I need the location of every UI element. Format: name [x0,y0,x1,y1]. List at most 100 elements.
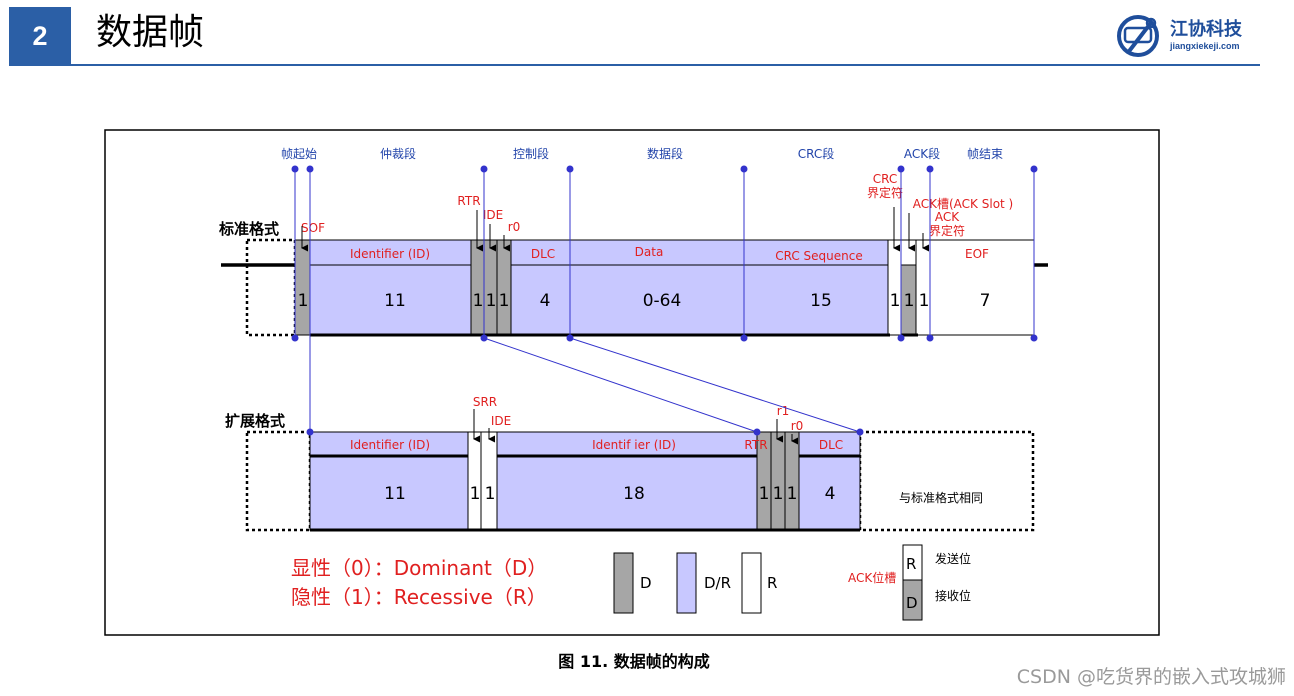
sof-field [294,239,311,336]
guide-dot [306,165,314,173]
data-frame-figure: 帧起始 仲裁段 控制段 数据段 CRC段 ACK段 帧结束 标准格式 SOF I… [103,123,1165,678]
standard-format-label: 标准格式 [218,220,279,238]
std-id-bits: 11 [384,291,406,311]
header-divider [9,64,1260,66]
idle-region-left [245,238,297,337]
ack-send-r-label: R [906,555,916,573]
ext-id-a-bits: 11 [384,484,406,504]
crc-field [743,264,889,336]
guide-dot [291,334,299,342]
figure-border [104,129,1160,636]
legend-recessive-text: 隐性（1）：Recessive（R） [291,585,547,609]
guide-dot [306,428,314,436]
brand-logo: 江协科技 jiangxiekeji.com [1116,14,1256,58]
eof-bits: 7 [980,291,991,311]
crc-bits: 15 [810,291,832,311]
ext-ide-field [480,431,498,531]
ext-id-a-top [309,431,469,457]
legend-recessive-swatch [741,552,762,614]
guide-dot [1030,334,1038,342]
guide-dot [740,165,748,173]
legend-d-label: D [640,574,652,592]
std-id-name: Identifier (ID) [350,247,430,261]
ide-name: IDE [483,208,503,222]
r0-field [496,239,512,336]
r0-name: r0 [508,220,521,234]
ext-rtr-name: RTR [744,438,767,452]
field-eof-label: 帧结束 [967,147,1003,161]
data-field-top [569,239,745,267]
extended-format-label: 扩展格式 [225,412,285,430]
ide-field [483,239,498,336]
data-frame-diagram: 帧起始 仲裁段 控制段 数据段 CRC段 ACK段 帧结束 标准格式 SOF I… [104,129,1160,671]
srr-name: SRR [473,395,497,409]
guide-dot [566,334,574,342]
idle-region-ext [245,430,312,532]
field-control-label: 控制段 [513,146,549,161]
srr-bits: 1 [470,484,481,504]
sof-bits: 1 [298,291,309,311]
same-as-standard-note: 与标准格式相同 [899,490,983,505]
field-ack-label: ACK段 [904,146,940,161]
guide-dot [856,428,864,436]
same-as-standard-region [858,430,1035,532]
ext-dlc-bits: 4 [825,484,836,504]
csdn-watermark: CSDN @吃货界的嵌入式攻城狮 [1016,666,1286,688]
r0-bits: 1 [499,291,510,311]
page-title: 数据帧 [96,12,205,53]
dlc-field-top [510,239,571,267]
ext-id-a-name: Identifier (ID) [350,438,430,452]
ext-id-b-bits: 18 [623,484,645,504]
guide-dot [566,165,574,173]
field-data-label: 数据段 [647,146,683,161]
srr-field [467,431,482,531]
crc-delim-bits: 1 [890,291,901,311]
dlc-bits: 4 [540,291,551,311]
guide-dot [480,165,488,173]
figure-caption: 图 11. 数据帧的构成 [558,652,710,671]
sof-name: SOF [301,221,325,235]
rtr-bits: 1 [473,291,484,311]
field-crc-label: CRC段 [798,146,835,161]
ext-r0-name: r0 [791,419,804,433]
ext-dlc-field [798,455,861,531]
legend-dominant-swatch [613,552,634,614]
field-sof-label: 帧起始 [281,147,317,161]
guide-dot [926,334,934,342]
ack-delim-field [915,239,931,336]
section-number-badge: 2 [9,7,71,65]
legend-r-label: R [767,574,777,592]
dlc-name: DLC [531,247,555,261]
rtr-name: RTR [457,194,480,208]
receive-bit-label: 接收位 [935,588,971,603]
keyboard-wrench-logo-icon [1117,15,1159,57]
ext-dlc-top [798,431,861,457]
guide-dot [753,428,761,436]
ack-receive-d-label: D [906,594,918,612]
guide-dot [897,165,905,173]
rtr-field [470,239,485,336]
r1-bits: 1 [773,484,784,504]
ack-receive-swatch [902,579,923,621]
guide-dot [740,334,748,342]
legend-dr-swatch [676,552,697,614]
ide-bits: 1 [486,291,497,311]
ext-r0-field [784,431,800,531]
data-name: Data [635,245,664,259]
r1-field [770,431,786,531]
data-bits: 0-64 [643,291,682,311]
ack-bit-label: ACK位槽 [848,570,896,585]
eof-name: EOF [965,247,989,261]
brand-name: 江协科技 [1170,19,1242,40]
ext-dlc-name: DLC [819,438,843,452]
r1-name: r1 [777,404,790,418]
field-arbitration-label: 仲裁段 [380,146,416,161]
id-field-top [309,239,472,267]
crc-delim-field [887,239,902,336]
ack-delim-bits: 1 [919,291,930,311]
crc-seq-name: CRC Sequence [775,249,863,263]
guide-dot [480,334,488,342]
guide-line [483,337,758,433]
